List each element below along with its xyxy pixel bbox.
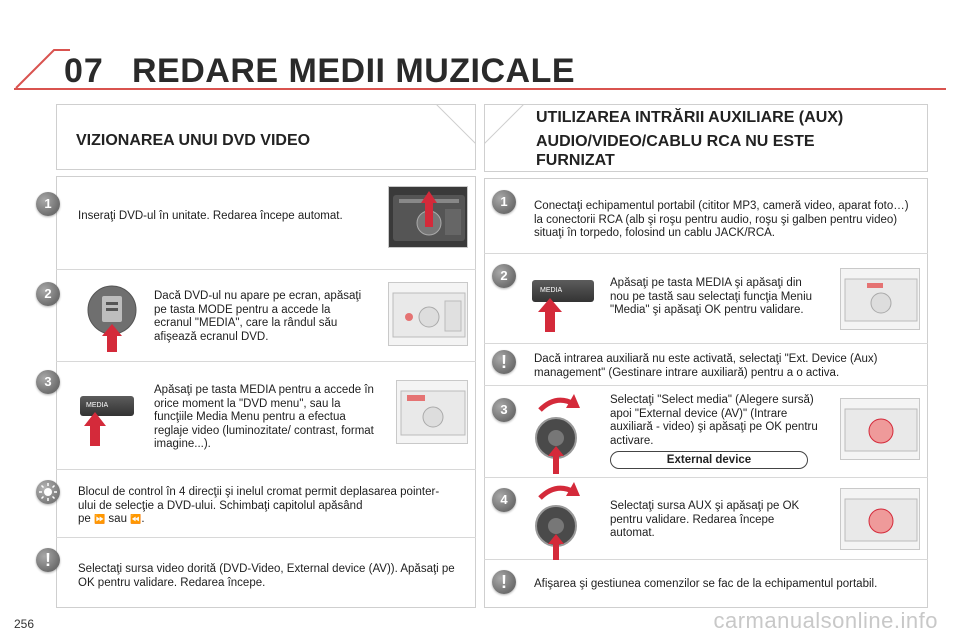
right-warn-2-text: Afişarea şi gestiunea comenzilor se fac …	[534, 578, 878, 590]
rotary-knob-icon	[535, 482, 580, 560]
left-title-panel	[56, 104, 476, 170]
left-section-title: VIZIONAREA UNUI DVD VIDEO	[76, 132, 311, 149]
rewind-icon: ⏪	[130, 514, 142, 524]
watermark: carmanualsonline.info	[713, 608, 938, 633]
right-step-4-text: Selectaţi sursa AUX şi apăsaţi pe OK pen…	[610, 500, 800, 539]
right-step-1-text: Conectaţi echipamentul portabil (cititor…	[534, 200, 909, 239]
right-title-panel	[484, 104, 928, 172]
left-step-1-row	[56, 176, 476, 270]
tip-text-pe: pe	[78, 513, 91, 525]
right-step-3-text: Selectaţi "Select media" (Alegere sursă)…	[610, 394, 818, 447]
right-warn-1-row	[484, 344, 928, 386]
fast-forward-icon: ⏩	[94, 514, 106, 524]
right-step-4-row	[484, 478, 928, 560]
media-button-right: MEDIA	[532, 280, 594, 302]
left-step-3-row	[56, 362, 476, 470]
panel-corner-decoration	[436, 104, 476, 144]
right-step-2-row	[484, 254, 928, 344]
warning-badge-right-1: !	[492, 350, 516, 374]
panel-corner-decoration	[484, 104, 524, 144]
radio-panel-icon	[844, 408, 918, 452]
dvd-unit-image	[388, 186, 468, 248]
radio-panel-icon	[392, 292, 466, 338]
right-section-title-2: AUDIO/VIDEO/CABLU RCA NU ESTE	[536, 133, 815, 150]
radio-panel-icon	[844, 278, 918, 322]
right-step-badge-4: 4	[492, 488, 516, 512]
step-badge-2: 2	[36, 282, 60, 306]
radio-panel-image-2	[396, 380, 468, 444]
radio-panel-image-5	[840, 488, 920, 550]
tip-text-sau: sau	[108, 513, 127, 525]
right-step-badge-1: 1	[492, 190, 516, 214]
left-tip-text: Blocul de control în 4 direcţii şi inelu…	[78, 486, 448, 527]
right-step-3-row	[484, 386, 928, 478]
right-step-badge-2: 2	[492, 264, 516, 288]
tip-badge	[36, 480, 60, 504]
press-arrow-icon	[538, 298, 562, 332]
page-title: REDARE MEDII MUZICALE	[132, 52, 576, 90]
radio-panel-image-3	[840, 268, 920, 330]
page-number: 256	[14, 617, 35, 631]
radio-panel-image-1	[388, 282, 468, 346]
header-rule	[14, 88, 946, 90]
step-badge-3: 3	[36, 370, 60, 394]
left-step-2-row	[56, 270, 476, 362]
left-step-3-text: Apăsaţi pe tasta MEDIA pentru a accede î…	[154, 384, 374, 450]
chapter-number: 07	[64, 52, 104, 90]
tip-text-main: Blocul de control în 4 direcţii şi inelu…	[78, 486, 440, 512]
sun-icon	[39, 483, 57, 501]
tip-text-end: .	[141, 513, 145, 525]
external-device-label: External device	[610, 451, 808, 469]
mode-button-icon	[87, 285, 137, 352]
right-warn-1-text: Dacă intrarea auxiliară nu este activată…	[534, 353, 878, 379]
right-section-title-1: UTILIZAREA INTRĂRII AUXILIARE (AUX)	[536, 109, 844, 126]
header-corner-decoration	[15, 49, 70, 89]
right-section-title-3: FURNIZAT	[536, 152, 615, 169]
radio-panel-image-4	[840, 398, 920, 460]
warning-badge-left: !	[36, 548, 60, 572]
dvd-unit-icon	[393, 191, 465, 241]
step-badge-1: 1	[36, 192, 60, 216]
rotary-knob-icon	[535, 394, 580, 474]
press-arrow-icon	[84, 412, 106, 446]
right-step-2-text: Apăsaţi pe tasta MEDIA şi apăsaţi din no…	[610, 277, 813, 316]
left-warning-text: Selectaţi sursa video dorită (DVD-Video,…	[78, 563, 455, 589]
right-step-badge-3: 3	[492, 398, 516, 422]
right-step-1-row	[484, 178, 928, 254]
radio-panel-icon	[844, 498, 918, 542]
radio-panel-icon	[400, 390, 466, 436]
left-step-1-text: Inseraţi DVD-ul în unitate. Redarea înce…	[78, 210, 343, 222]
left-tip-row	[56, 470, 476, 538]
media-button-left: MEDIA	[80, 396, 134, 416]
left-step-2-text: Dacă DVD-ul nu apare pe ecran, apăsaţi p…	[154, 290, 362, 343]
warning-badge-right-2: !	[492, 570, 516, 594]
